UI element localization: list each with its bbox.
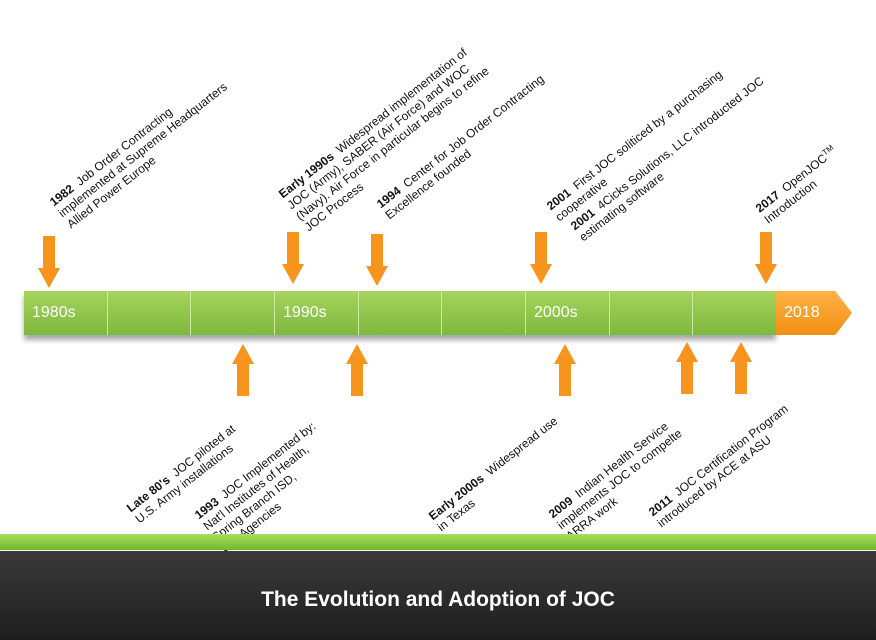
decade-segment (442, 291, 527, 335)
end-arrow-2018: 2018 (776, 291, 852, 335)
event-text: City Agencies (217, 499, 284, 556)
down-arrow-icon (530, 232, 552, 284)
decade-segment: 1980s (24, 291, 108, 335)
down-arrow-icon (366, 234, 388, 286)
decade-segment (609, 291, 694, 335)
decade-segment: 2000s (526, 291, 610, 335)
up-arrow-icon (676, 342, 698, 394)
up-arrow-icon (346, 344, 368, 396)
footer-accent-band (0, 534, 876, 550)
event-text: implemented at Supreme Headquarters (55, 79, 230, 221)
decade-segment (107, 291, 192, 335)
up-arrow-icon (730, 342, 752, 394)
decade-segment (358, 291, 443, 335)
event-label-1982: 1982 Job Order Contracting implemented a… (47, 13, 309, 231)
decade-segment (191, 291, 276, 335)
down-arrow-icon (38, 236, 60, 288)
page-title: The Evolution and Adoption of JOC (261, 588, 615, 611)
decade-segment: 1990s (275, 291, 359, 335)
event-text: Allied Power Europe (64, 153, 159, 232)
event-text: JOC Process (301, 179, 367, 235)
timeline-bar: 1980s 1990s 2000s (24, 291, 777, 335)
down-arrow-icon (282, 232, 304, 284)
up-arrow-icon (232, 344, 254, 396)
up-arrow-icon (554, 344, 576, 396)
footer-banner: The Evolution and Adoption of JOC (0, 551, 876, 640)
decade-segment (693, 291, 777, 335)
down-arrow-icon (755, 232, 777, 284)
